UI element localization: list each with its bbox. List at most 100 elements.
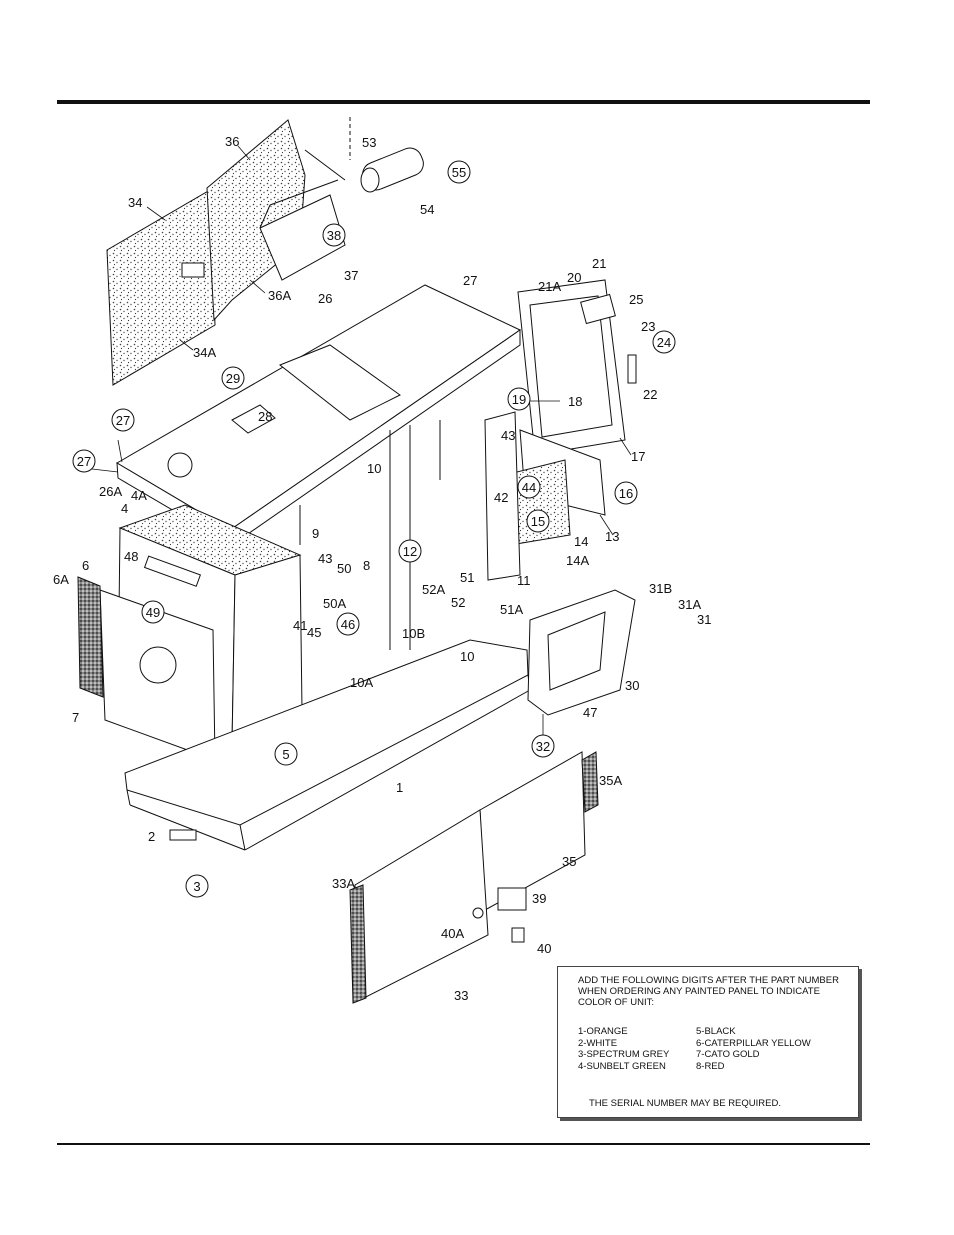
top-rule [57, 100, 870, 104]
part-label: 51A [500, 602, 523, 617]
callout-55 [447, 160, 471, 184]
part-label: 37 [344, 268, 358, 283]
part-label: 5 [282, 747, 289, 762]
top-hole [167, 452, 193, 478]
part-label: 14A [566, 553, 589, 568]
part-label: 40 [537, 941, 551, 956]
part-label: 2 [148, 829, 155, 844]
part-label: 30 [625, 678, 639, 693]
part-label: 21 [592, 256, 606, 271]
callout-24 [652, 330, 676, 354]
color-item: 1-ORANGE [578, 1026, 628, 1037]
part-label: 27 [77, 454, 91, 469]
callout-15 [526, 509, 550, 533]
serial-note: THE SERIAL NUMBER MAY BE REQUIRED. [589, 1098, 781, 1109]
part-label: 50A [323, 596, 346, 611]
part-label: 45 [307, 625, 321, 640]
upright-11 [484, 411, 521, 581]
lock-40A [472, 907, 484, 919]
color-item: 6-CATERPILLAR YELLOW [696, 1037, 811, 1049]
callout-29 [221, 366, 245, 390]
part-label: 11 [517, 573, 531, 588]
part-label: 17 [631, 449, 645, 464]
part-label: 27 [116, 413, 130, 428]
callout-12 [398, 539, 422, 563]
part-label: 27 [463, 273, 477, 288]
part-labels: 34 36 53 55 54 38 37 36A 34A 26 27 21 21… [53, 134, 711, 1003]
part-label: 10B [402, 626, 425, 641]
side-door-35 [479, 751, 586, 911]
part-label: 32 [536, 739, 550, 754]
part-label: 42 [494, 490, 508, 505]
part-label: 49 [146, 605, 160, 620]
part-label: 4 [121, 501, 128, 516]
color-list-left: 1-ORANGE 2-WHITE 3-SPECTRUM GREY 4-SUNBE… [578, 1026, 669, 1072]
bottom-rule [57, 1143, 870, 1145]
hinge-22 [627, 354, 637, 384]
part-label: 41 [293, 618, 307, 633]
color-code-note: ADD THE FOLLOWING DIGITS AFTER THE PART … [557, 966, 859, 1118]
color-item: 2-WHITE [578, 1037, 618, 1049]
callout-16 [614, 481, 638, 505]
part-label: 28 [258, 409, 272, 424]
part-label: 44 [522, 480, 536, 495]
part-label: 34 [128, 195, 142, 210]
part-label: 10 [460, 649, 474, 664]
part-label: 35A [599, 773, 622, 788]
part-label: 20 [567, 270, 581, 285]
part-label: 4A [131, 488, 147, 503]
part-label: 15 [531, 514, 545, 529]
color-list-right: 5-BLACK 6-CATERPILLAR YELLOW 7-CATO GOLD… [696, 1026, 811, 1072]
callout-46 [336, 612, 360, 636]
part-label: 18 [568, 394, 582, 409]
part-label: 12 [403, 544, 417, 559]
side-panel-hole [139, 646, 177, 684]
cover-28 [231, 404, 276, 434]
callout-27b [111, 408, 135, 432]
front-frame-30 [527, 589, 636, 716]
part-label: 16 [619, 486, 633, 501]
part-label: 34A [193, 345, 216, 360]
part-label: 43 [501, 428, 515, 443]
callout-44 [517, 475, 541, 499]
side-door-33 [354, 809, 489, 1001]
part-label: 50 [337, 561, 351, 576]
part-label: 23 [641, 319, 655, 334]
part-label: 35 [562, 854, 576, 869]
callout-38 [322, 223, 346, 247]
part-label: 53 [362, 135, 376, 150]
part-label: 36 [225, 134, 239, 149]
insulation-6A [77, 576, 104, 698]
callout-3 [185, 874, 209, 898]
part-label: 46 [341, 617, 355, 632]
part-label: 31B [649, 581, 672, 596]
part-label: 52A [422, 582, 445, 597]
part-label: 1 [396, 780, 403, 795]
part-label: 6 [82, 558, 89, 573]
part-label: 31A [678, 597, 701, 612]
part-label: 40A [441, 926, 464, 941]
part-label: 54 [420, 202, 434, 217]
callout-19 [507, 387, 531, 411]
part-label: 43 [318, 551, 332, 566]
color-item: 5-BLACK [696, 1026, 736, 1037]
callout-27c [72, 449, 96, 473]
callout-32 [531, 734, 555, 758]
rear-panel-window [181, 262, 205, 278]
latch-20 [580, 293, 616, 325]
top-opening [279, 344, 401, 421]
part-label: 8 [363, 558, 370, 573]
part-label: 10 [367, 461, 381, 476]
part-label: 24 [657, 335, 671, 350]
part-label: 3 [193, 879, 200, 894]
bolt-40 [511, 927, 525, 943]
color-item: 8-RED [696, 1060, 725, 1072]
part-label: 26A [99, 484, 122, 499]
part-label: 31 [697, 612, 711, 627]
callout-49 [141, 600, 165, 624]
part-label: 19 [512, 392, 526, 407]
part-label: 22 [643, 387, 657, 402]
color-item: 7-CATO GOLD [696, 1049, 760, 1060]
part-label: 52 [451, 595, 465, 610]
handle-39 [497, 887, 527, 911]
